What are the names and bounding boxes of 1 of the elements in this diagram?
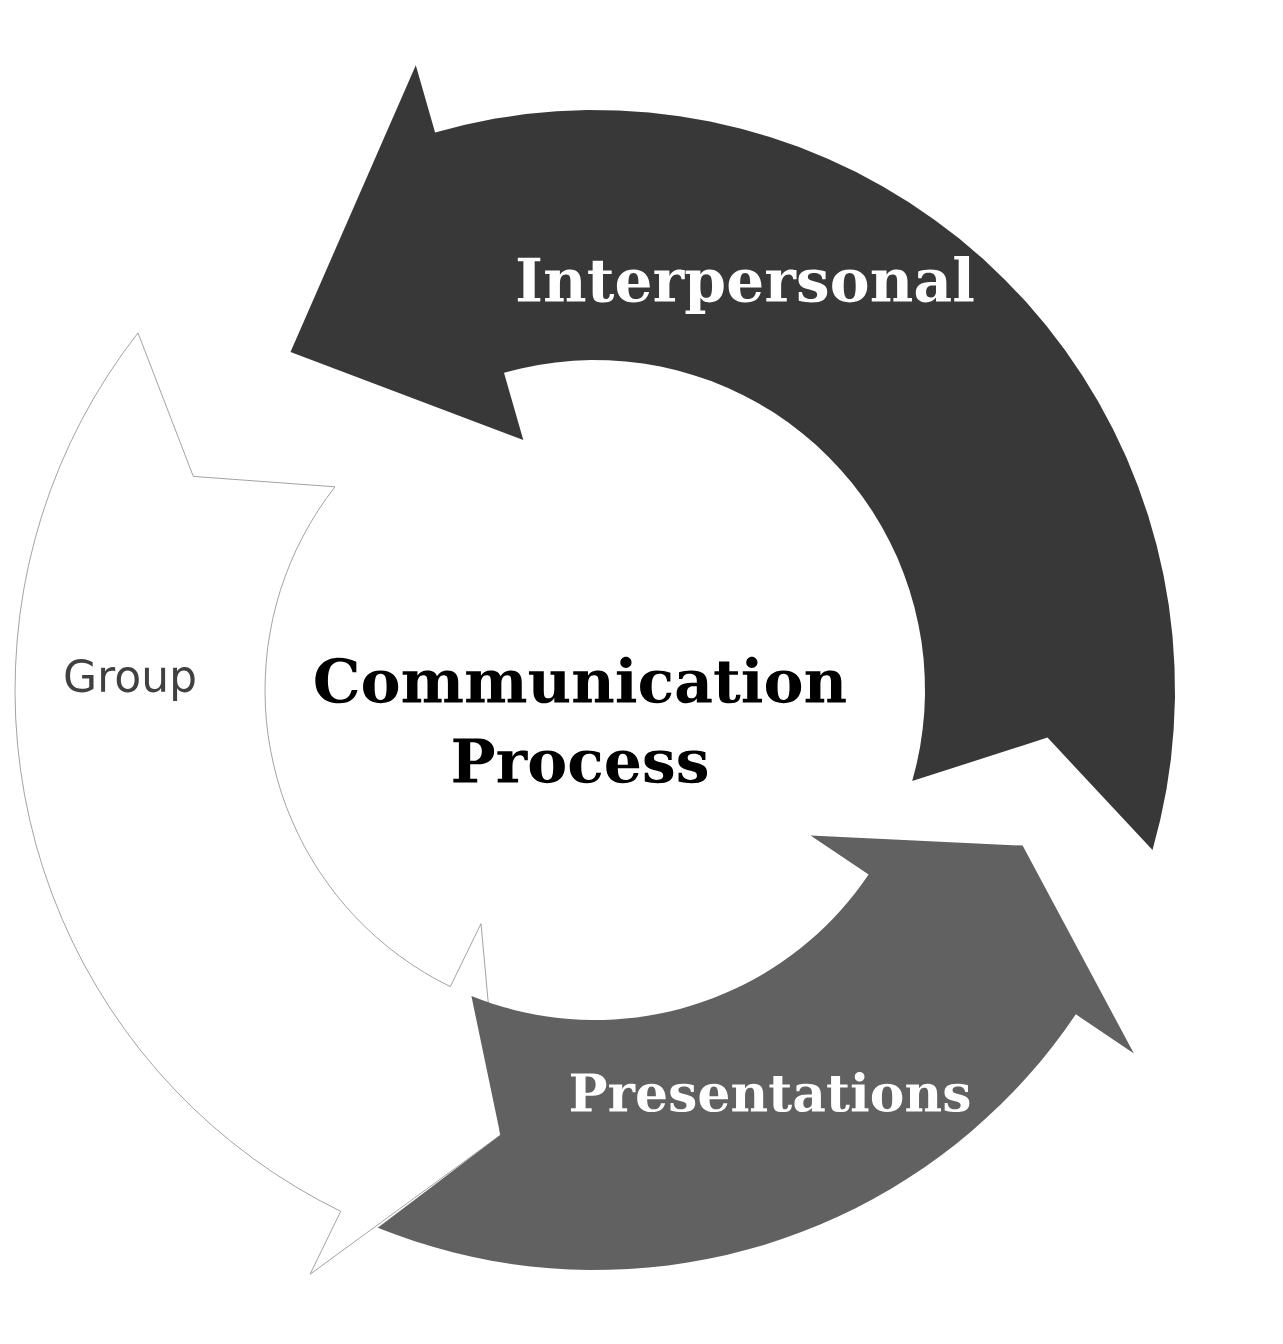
cycle-segment: Presentations	[377, 835, 1134, 1270]
